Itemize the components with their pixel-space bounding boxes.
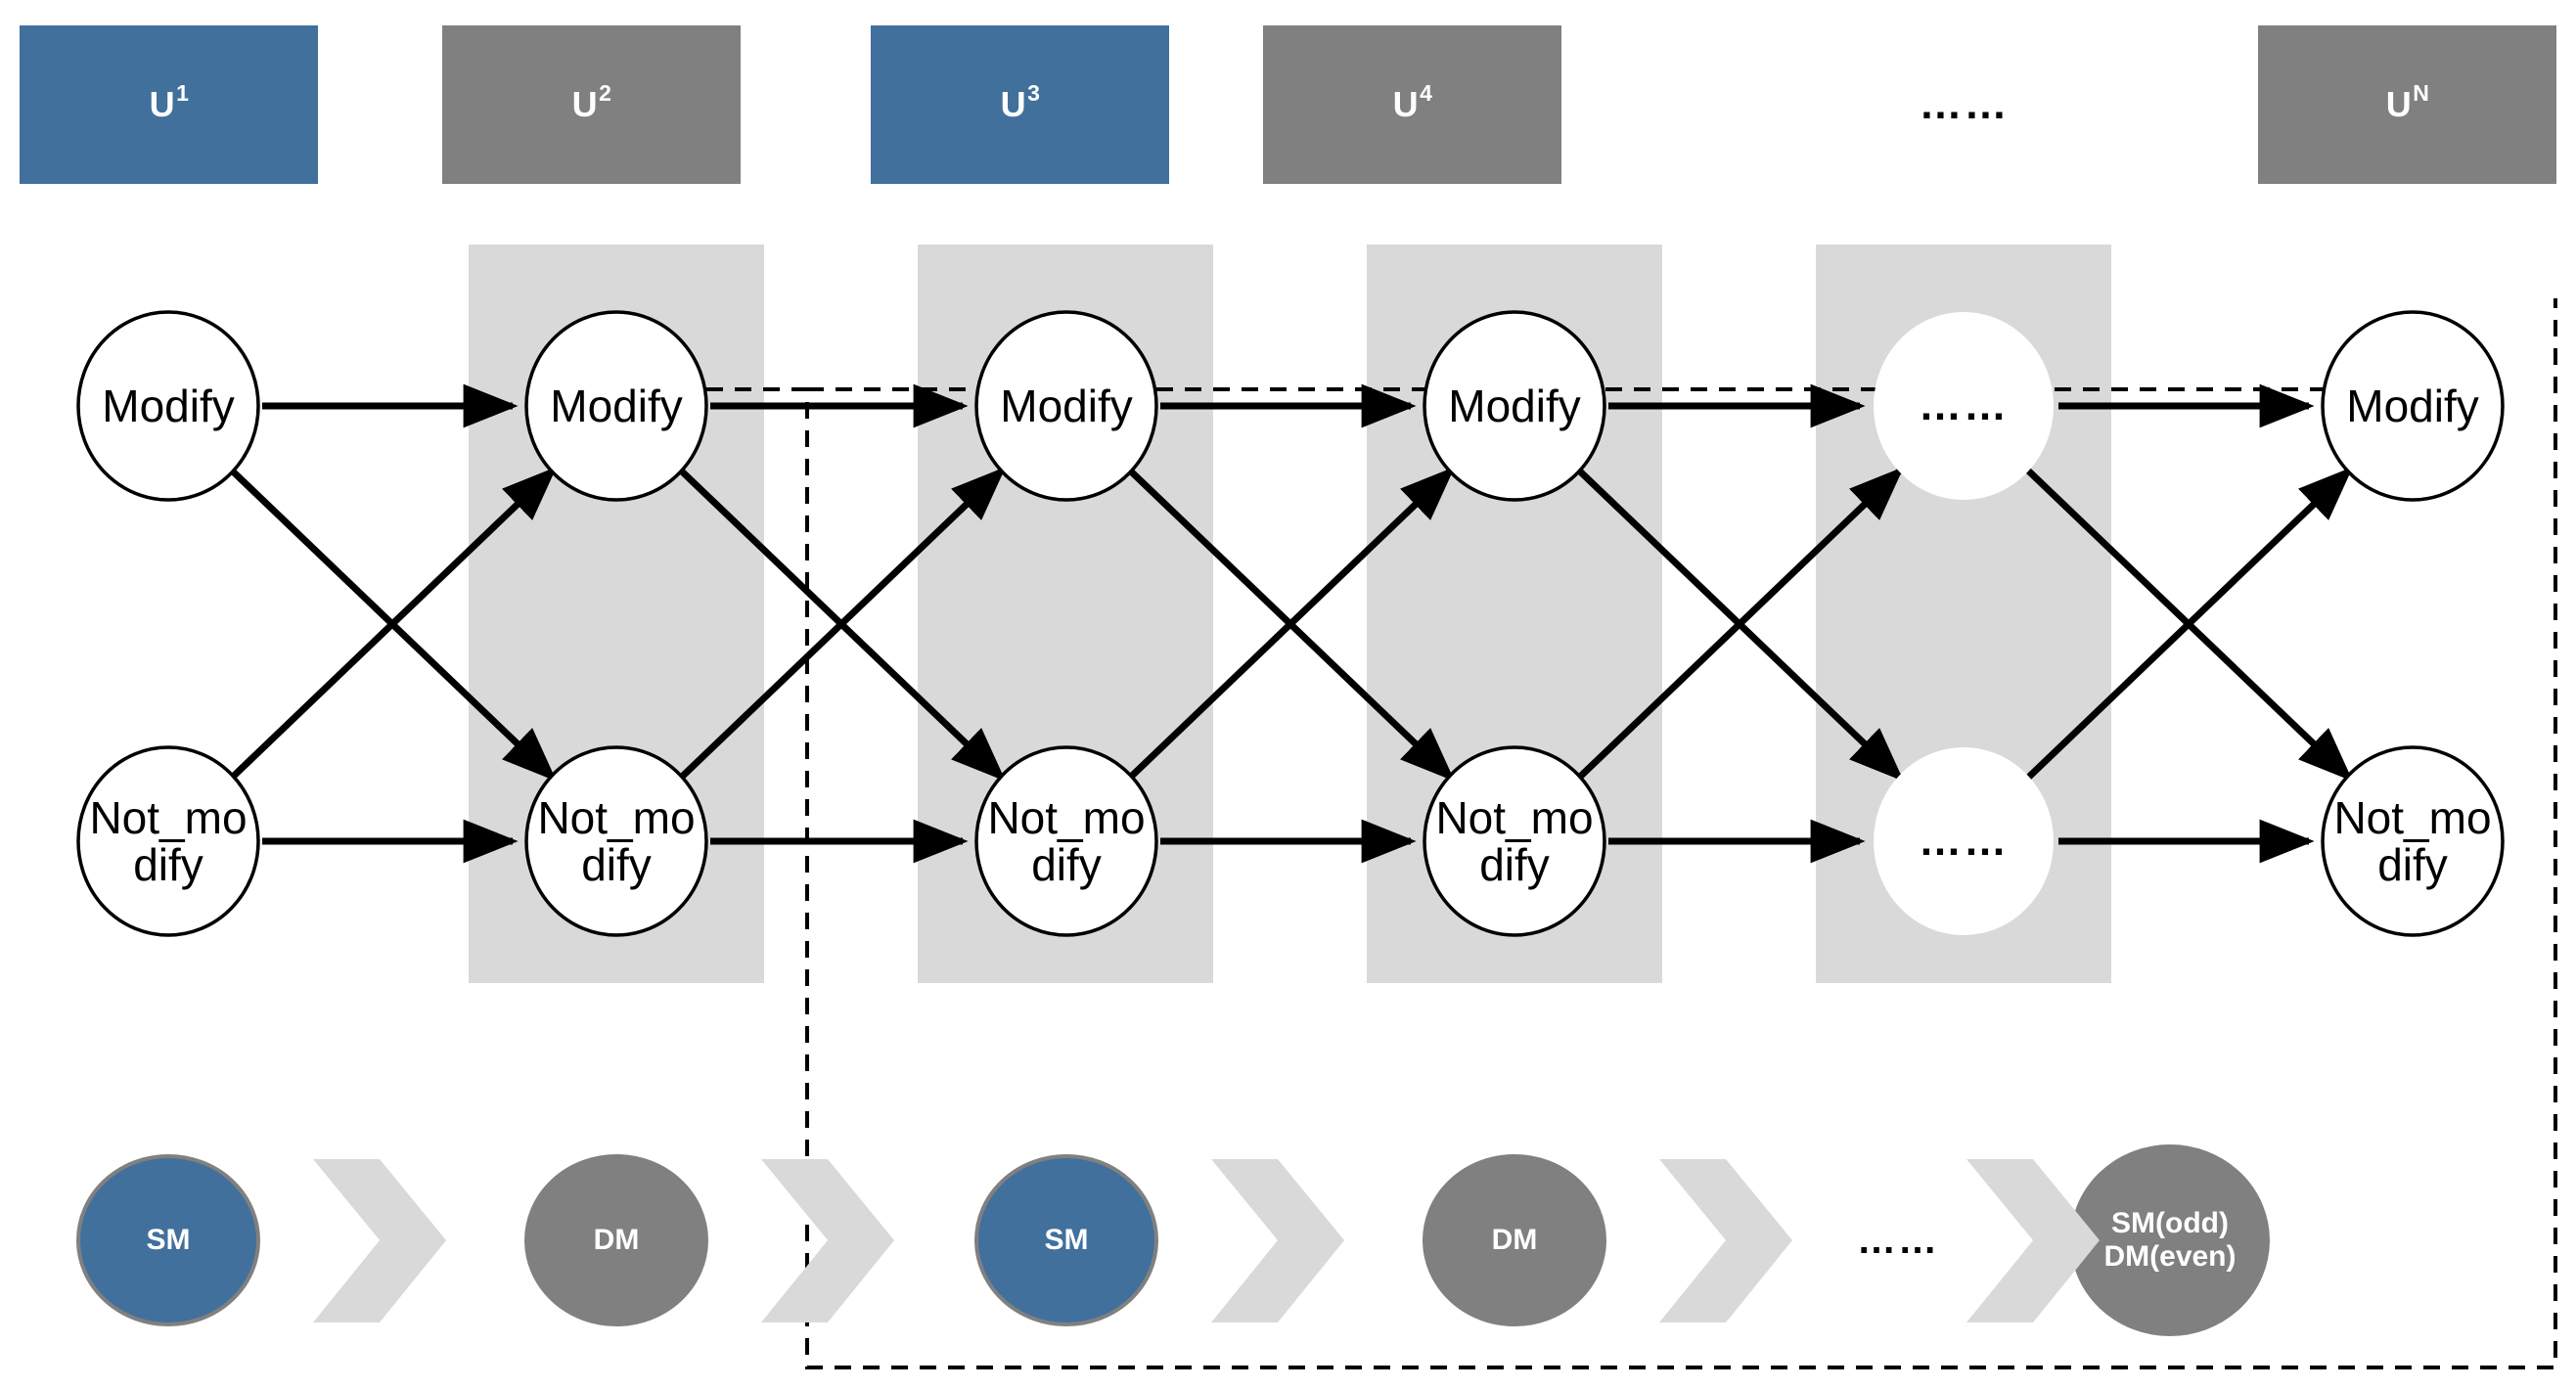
arrow-nm2-to-m3 <box>678 467 1007 781</box>
stage-ellipse-dm-2[interactable] <box>1423 1154 1606 1326</box>
stage-ellipse-last[interactable] <box>2070 1144 2270 1336</box>
node-modify-5-ellipsis: …… <box>1919 381 2009 429</box>
node-modify-1[interactable] <box>76 310 260 502</box>
chevron-group <box>313 1159 2100 1322</box>
node-modify-2[interactable] <box>524 310 708 502</box>
node-group <box>76 310 2505 937</box>
chevron-icon-2 <box>761 1159 894 1322</box>
feedback-loop-path <box>706 298 2557 1369</box>
node-modify-4[interactable] <box>1423 310 1606 502</box>
unit-box-3-base: U <box>1000 84 1027 124</box>
unit-box-n-base: U <box>2385 84 2413 124</box>
node-modify-5 <box>1874 312 2054 500</box>
node-group-dots <box>1874 312 2054 935</box>
stage-ellipse-sm-2[interactable] <box>974 1154 1158 1326</box>
stage-ellipse-sm-1[interactable] <box>76 1154 260 1326</box>
column-band-group <box>469 245 2111 983</box>
node-modify-6[interactable] <box>2321 310 2505 502</box>
stage-ellipse-dm-1[interactable] <box>524 1154 708 1326</box>
chevron-icon-4 <box>1659 1159 1792 1322</box>
arrow-nm3-to-m4 <box>1127 467 1456 781</box>
arrow-nm5-to-m6 <box>2025 467 2354 781</box>
unit-box-2-base: U <box>571 84 599 124</box>
unit-box-1-base: U <box>149 84 176 124</box>
stage-ellipsis: …… <box>1857 1218 1939 1262</box>
node-notmodify-2[interactable] <box>524 745 708 937</box>
node-notmodify-5-ellipsis: …… <box>1919 817 2009 865</box>
unit-box-4-base: U <box>1392 84 1420 124</box>
arrow-nm1-to-m2 <box>229 467 558 781</box>
chevron-icon-3 <box>1211 1159 1344 1322</box>
arrow-nm4-to-m5 <box>1576 467 1905 781</box>
node-modify-3[interactable] <box>974 310 1158 502</box>
chevron-icon-5 <box>1966 1159 2100 1322</box>
node-notmodify-1[interactable] <box>76 745 260 937</box>
stage-ellipse-group <box>76 1144 2270 1336</box>
node-notmodify-4[interactable] <box>1423 745 1606 937</box>
node-notmodify-5 <box>1874 747 2054 935</box>
chevron-icon-1 <box>313 1159 446 1322</box>
diagonal-arrow-group <box>229 467 2354 782</box>
node-notmodify-3[interactable] <box>974 745 1158 937</box>
node-notmodify-6[interactable] <box>2321 745 2505 937</box>
unit-box-ellipsis: …… <box>1919 80 2010 128</box>
